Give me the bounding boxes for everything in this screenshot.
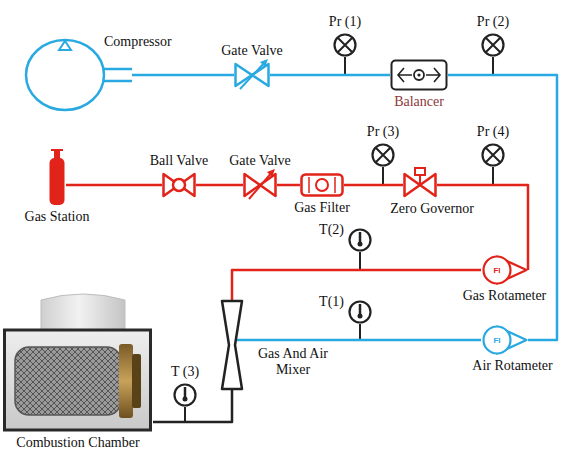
component-label: Pr (1) bbox=[329, 14, 361, 30]
zero-governor-symbol: Zero Governor bbox=[403, 168, 437, 198]
component-label: Air Rotameter bbox=[472, 358, 552, 374]
component-label: Pr (3) bbox=[367, 124, 399, 140]
pressure-gauge-outline bbox=[481, 143, 505, 167]
thermometer-outline bbox=[173, 383, 197, 407]
flow-indicator-tag: FI bbox=[493, 266, 500, 275]
rotameter-symbol: Gas RotameterFI bbox=[481, 255, 528, 285]
gauge-stem bbox=[382, 167, 384, 185]
component-label: T(1) bbox=[319, 294, 344, 310]
pipe-connector bbox=[66, 184, 162, 187]
rotameter-symbol: Air RotameterFI bbox=[481, 325, 528, 355]
gauge-stem bbox=[492, 167, 494, 185]
pipe-connector bbox=[344, 184, 403, 187]
component-label: Compressor bbox=[104, 34, 172, 50]
component-label: Ball Valve bbox=[150, 153, 208, 169]
pipe-connector bbox=[132, 74, 234, 77]
pressure-gauge: Pr (3) bbox=[371, 143, 395, 167]
gauge-stem bbox=[492, 57, 494, 75]
component-label: Zero Governor bbox=[390, 201, 474, 217]
compressor-symbol-outline bbox=[24, 38, 132, 114]
gate-valve-symbol: Gate Valve bbox=[243, 172, 277, 198]
rotameter-symbol-outline bbox=[481, 255, 528, 285]
pressure-gauge: Pr (1) bbox=[333, 33, 357, 57]
ball-valve-symbol: Ball Valve bbox=[162, 172, 196, 198]
balancer-box-outline bbox=[390, 59, 448, 91]
compressor-symbol: Compressor bbox=[24, 38, 132, 114]
gas-cylinder-outline bbox=[48, 148, 66, 206]
mixer-symbol-outline bbox=[220, 300, 244, 390]
component-label: Pr (4) bbox=[477, 124, 509, 140]
gauge-stem bbox=[359, 324, 361, 340]
mixer-symbol: Gas And Air Mixer bbox=[220, 300, 244, 390]
gauge-stem bbox=[359, 252, 361, 270]
gate-valve-symbol-outline bbox=[243, 172, 277, 198]
balancer-box: Balancer bbox=[390, 59, 448, 91]
component-label: Gas Station bbox=[25, 209, 90, 225]
pipe-connector bbox=[437, 185, 528, 270]
gate-valve-symbol-outline bbox=[234, 62, 270, 88]
gas-filter-symbol-outline bbox=[300, 173, 344, 197]
thermometer: T (3) bbox=[173, 383, 197, 407]
component-label: T (3) bbox=[171, 364, 199, 380]
gauge-stem bbox=[184, 407, 186, 422]
pressure-gauge-outline bbox=[333, 33, 357, 57]
gas-cylinder: Gas Station bbox=[48, 148, 66, 206]
pipe-connector bbox=[270, 74, 390, 77]
gate-valve-symbol: Gate Valve bbox=[234, 62, 270, 88]
pressure-gauge: Pr (4) bbox=[481, 143, 505, 167]
component-label: Gas And Air Mixer bbox=[252, 346, 334, 378]
component-label: Combustion Chamber bbox=[16, 435, 139, 451]
thermometer: T(1) bbox=[348, 300, 372, 324]
ball-valve-symbol-outline bbox=[162, 172, 196, 198]
component-label: Gate Valve bbox=[221, 43, 283, 59]
thermometer-outline bbox=[348, 228, 372, 252]
pressure-gauge-outline bbox=[371, 143, 395, 167]
component-label: T(2) bbox=[319, 222, 344, 238]
gauge-stem bbox=[344, 57, 346, 75]
component-label: Gas Filter bbox=[294, 200, 350, 216]
combustion-chamber: Combustion Chamber bbox=[3, 292, 153, 432]
pressure-gauge: Pr (2) bbox=[481, 33, 505, 57]
combustion-chamber-outline bbox=[3, 292, 153, 432]
pipe-connector bbox=[244, 339, 481, 342]
thermometer-outline bbox=[348, 300, 372, 324]
pipe-connector bbox=[277, 184, 300, 187]
pressure-gauge-outline bbox=[481, 33, 505, 57]
component-label: Balancer bbox=[394, 94, 444, 110]
rotameter-symbol-outline bbox=[481, 325, 528, 355]
component-label: Gas Rotameter bbox=[463, 288, 547, 304]
gas-filter-symbol: Gas Filter bbox=[300, 173, 344, 197]
pipe-connector bbox=[232, 270, 481, 300]
component-label: Pr (2) bbox=[477, 14, 509, 30]
pipe-connector bbox=[196, 184, 243, 187]
component-label: Gate Valve bbox=[229, 153, 291, 169]
thermometer: T(2) bbox=[348, 228, 372, 252]
flow-indicator-tag: FI bbox=[493, 336, 500, 345]
zero-governor-symbol-outline bbox=[403, 168, 437, 198]
